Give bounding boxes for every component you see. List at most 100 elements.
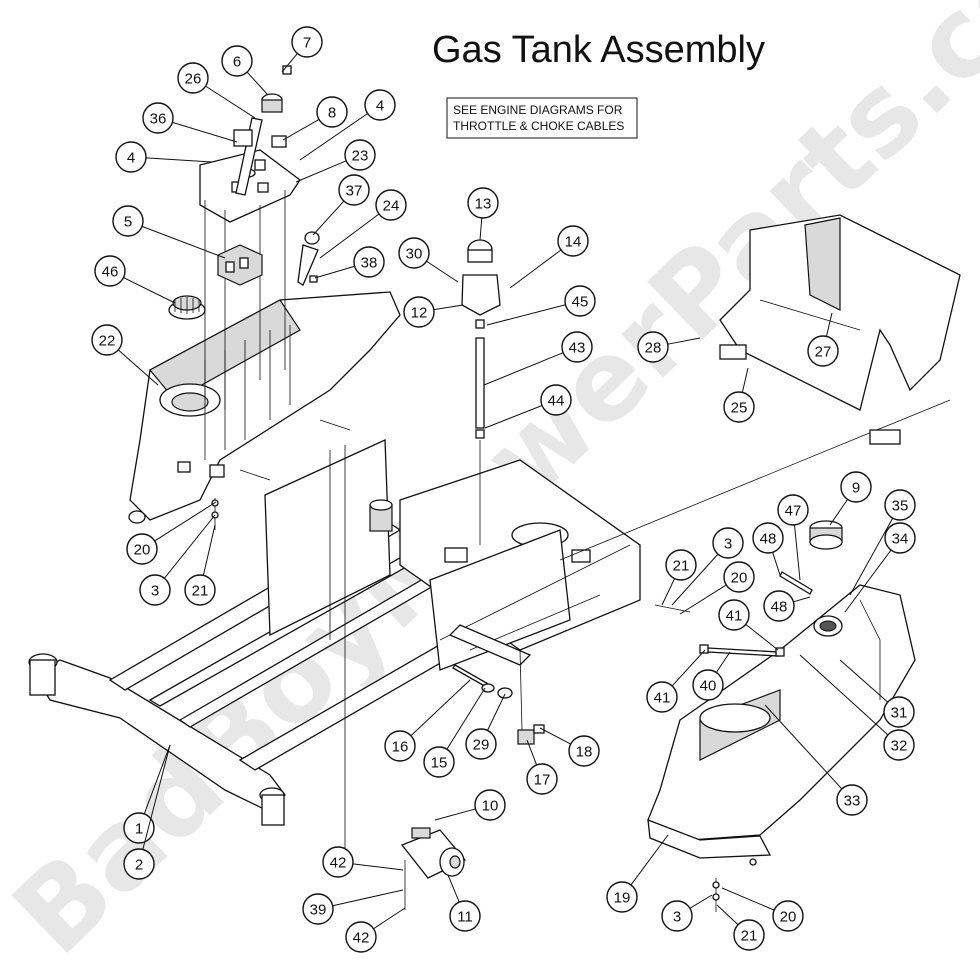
callout-leader (671, 649, 706, 687)
callout-label: 21 (192, 583, 209, 600)
callout-leader (689, 894, 713, 909)
callout-circle (291, 26, 323, 58)
callout-label: 24 (383, 198, 400, 215)
callout-leader (446, 687, 486, 750)
callout-circle (568, 735, 600, 767)
callout-label: 20 (731, 570, 748, 587)
callout-circle (840, 471, 872, 503)
callout-circle (322, 846, 354, 878)
callout-label: 10 (482, 798, 499, 815)
callout-18: 18 (539, 727, 600, 767)
callout-43: 43 (483, 331, 593, 386)
callout-leader (772, 552, 781, 576)
callout-leader (163, 514, 216, 579)
callout-19: 19 (606, 834, 669, 913)
callout-label: 15 (431, 755, 448, 772)
callout-label: 33 (844, 793, 861, 810)
callout-circle (836, 784, 868, 816)
callout-32: 32 (799, 654, 915, 761)
callout-label: 48 (771, 599, 788, 616)
callout-circle (883, 729, 915, 761)
callout-leader (486, 304, 566, 326)
callout-40: 40 (692, 651, 731, 701)
callout-leader (141, 225, 226, 259)
callout-leader (715, 651, 731, 673)
callout-label: 46 (102, 264, 119, 281)
callout-leader (849, 517, 894, 596)
callout-circle (467, 187, 499, 219)
callout-44: 44 (484, 384, 572, 429)
callout-label: 4 (376, 98, 384, 115)
vent-hose (779, 571, 813, 595)
callout-label: 8 (328, 105, 336, 122)
callout-circle (344, 139, 376, 171)
callout-4: 4 (299, 89, 396, 161)
callout-11: 11 (447, 874, 481, 932)
callout-label: 41 (654, 690, 671, 707)
callout-circle (403, 296, 435, 328)
callout-leader (630, 834, 669, 886)
callout-10: 10 (434, 789, 506, 821)
fuel-filter-canister (400, 827, 467, 910)
callout-label: 17 (534, 772, 551, 789)
callout-circle (646, 681, 678, 713)
callout-leader (479, 217, 483, 241)
callout-circle (772, 900, 804, 932)
callout-label: 22 (99, 333, 116, 350)
callout-label: 39 (310, 902, 327, 919)
right-gas-tank (647, 584, 916, 859)
callout-leader (373, 907, 406, 930)
callout-label: 38 (361, 255, 378, 272)
cable-note-line-1: SEE ENGINE DIAGRAMS FOR (453, 103, 623, 117)
callout-leader (764, 704, 843, 790)
callout-42: 42 (345, 907, 406, 953)
callout-leader (799, 654, 889, 736)
callout-label: 35 (892, 498, 909, 515)
callout-circle (177, 62, 209, 94)
callout-leader (123, 277, 176, 304)
callout-circle (752, 522, 784, 554)
callout-circle (661, 900, 693, 932)
callout-leader (716, 904, 739, 926)
callout-circle (91, 324, 123, 356)
callout-leader (679, 584, 727, 615)
callout-label: 34 (892, 531, 909, 548)
callout-circle (564, 285, 596, 317)
callout-circle (474, 789, 506, 821)
callout-label: 27 (815, 344, 832, 361)
callout-label: 2 (135, 857, 143, 874)
callout-circle (465, 728, 497, 760)
callout-leader (281, 53, 298, 73)
callout-circle (526, 763, 558, 795)
callout-label: 1 (135, 821, 143, 838)
callout-17: 17 (526, 739, 558, 795)
callout-label: 12 (411, 305, 428, 322)
callout-circle (449, 900, 481, 932)
callout-20: 20 (679, 561, 755, 615)
callout-leader (426, 260, 459, 283)
callout-7: 7 (281, 26, 323, 73)
callout-circle (184, 574, 216, 606)
callout-label: 3 (673, 909, 681, 926)
callout-circle (126, 533, 158, 565)
callout-circle (384, 730, 416, 762)
callout-label: 45 (572, 294, 589, 311)
callout-leader (142, 744, 171, 850)
callout-leader (145, 157, 213, 163)
callout-4: 4 (115, 141, 213, 173)
cable-note-line-2: THROTTLE & CHOKE CABLES (453, 119, 624, 133)
callout-27: 27 (807, 312, 839, 367)
callout-5: 5 (112, 205, 226, 259)
callout-leader (332, 889, 404, 907)
callout-circle (637, 331, 669, 363)
callout-leader (447, 874, 460, 903)
callout-label: 42 (353, 930, 370, 947)
tank-shield (559, 214, 961, 561)
callout-35: 35 (849, 489, 916, 596)
engine-deck (369, 459, 641, 671)
callout-label: 43 (569, 340, 586, 357)
ignition-switch (217, 244, 263, 286)
callout-46: 46 (94, 255, 176, 304)
mount-bolts (452, 664, 513, 699)
callout-leader (825, 312, 833, 337)
